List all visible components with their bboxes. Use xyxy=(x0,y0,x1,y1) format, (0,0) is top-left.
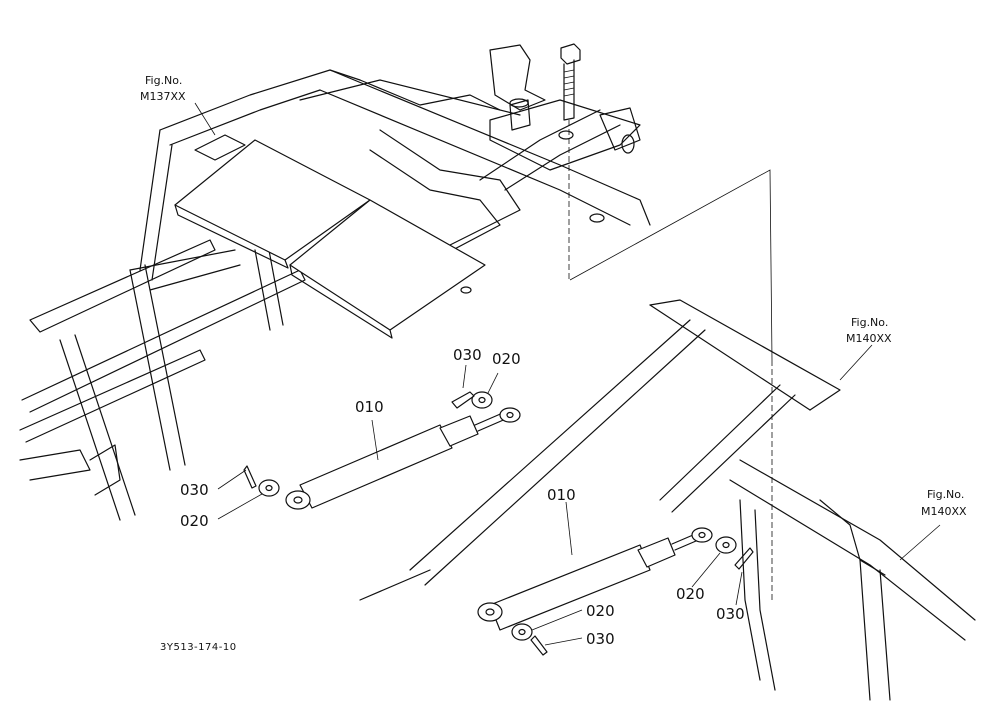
figure-ref-title: Fig.No. xyxy=(145,74,182,87)
figure-ref-code: M140XX xyxy=(846,332,892,345)
gas-strut-right xyxy=(477,527,713,631)
pin-030-d xyxy=(734,547,754,570)
callout-010: 010 xyxy=(547,486,576,504)
figure-ref-lower-right[interactable]: Fig.No. M140XX xyxy=(921,488,967,518)
figure-ref-code: M140XX xyxy=(921,505,967,518)
callout-020: 020 xyxy=(180,512,209,530)
drawing-code: 3Y513-174-10 xyxy=(160,642,237,653)
frame-assembly xyxy=(19,43,651,521)
pin-030-b xyxy=(243,465,257,489)
callout-010: 010 xyxy=(355,398,384,416)
right-frame xyxy=(359,169,976,701)
callout-030: 030 xyxy=(180,481,209,499)
washer-020-a xyxy=(471,391,493,409)
figure-ref-mid-right[interactable]: Fig.No. M140XX xyxy=(846,316,892,345)
figure-ref-top-left[interactable]: Fig.No. M137XX xyxy=(140,74,186,103)
callout-030: 030 xyxy=(716,605,745,623)
figure-ref-title: Fig.No. xyxy=(927,488,964,501)
callout-030: 030 xyxy=(453,346,482,364)
figure-ref-title: Fig.No. xyxy=(851,316,888,329)
callout-020: 020 xyxy=(492,350,521,368)
callout-020: 020 xyxy=(586,602,615,620)
pin-030-c xyxy=(530,635,548,656)
floor-plates xyxy=(174,139,486,339)
callouts: 030 020 010 030 020 010 020 030 020 030 xyxy=(180,346,745,648)
washer-020-c xyxy=(511,623,533,641)
callout-030: 030 xyxy=(586,630,615,648)
hardware xyxy=(243,391,754,656)
leader-lines xyxy=(194,102,941,646)
washer-020-d xyxy=(715,536,737,554)
callout-020: 020 xyxy=(676,585,705,603)
figure-ref-code: M137XX xyxy=(140,90,186,103)
washer-020-b xyxy=(258,479,280,497)
pin-030-a xyxy=(451,391,475,409)
gas-strut-left xyxy=(285,407,521,510)
